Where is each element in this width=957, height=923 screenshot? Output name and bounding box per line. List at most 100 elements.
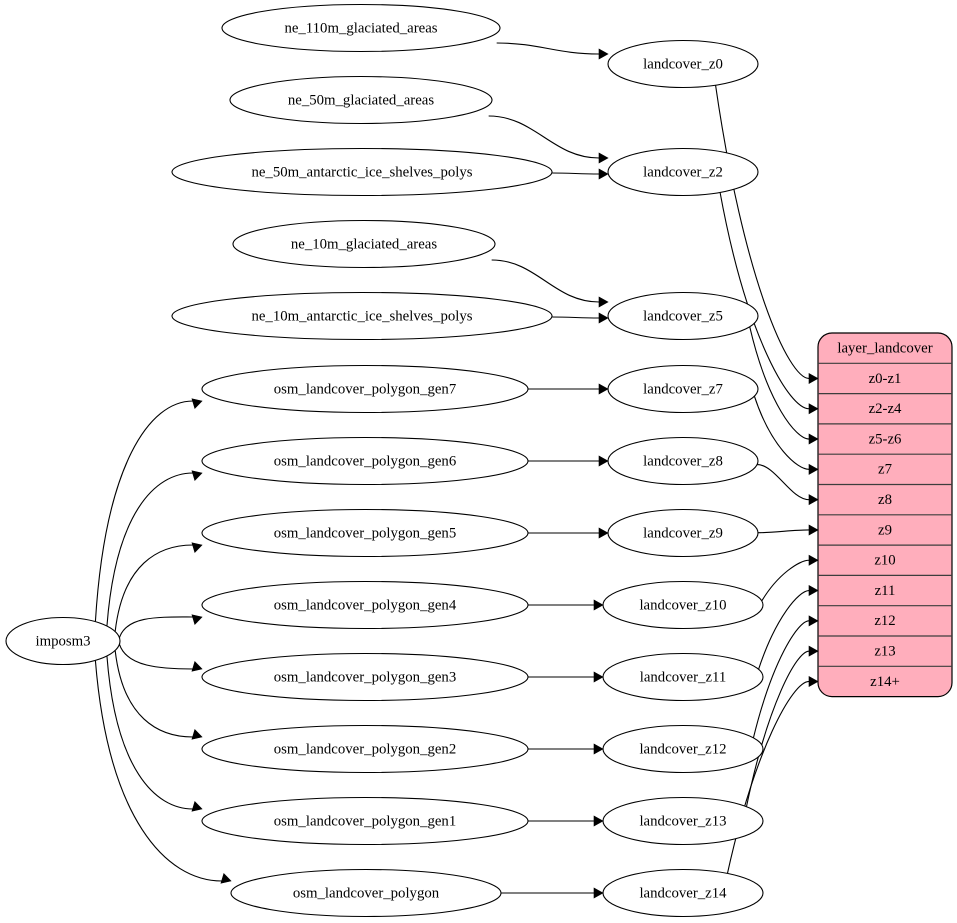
node-landcover_z0[interactable]: landcover_z0: [607, 39, 759, 89]
record-row[interactable]: z10: [818, 545, 952, 575]
node-label: osm_landcover_polygon_gen7: [274, 381, 456, 397]
record-row[interactable]: z7: [818, 454, 952, 484]
node-shape: [607, 291, 759, 341]
edge-line: [94, 660, 223, 882]
edge-line: [491, 259, 600, 303]
node-ne_50m_glaciated_areas[interactable]: ne_50m_glaciated_areas: [229, 75, 493, 125]
edge-line: [496, 42, 600, 55]
edge-arrowhead: [808, 403, 819, 415]
node-label: osm_landcover_polygon_gen2: [274, 741, 456, 757]
record-row[interactable]: z12: [818, 606, 952, 636]
edge: [758, 585, 819, 670]
node-shape: [201, 364, 529, 414]
node-osm_landcover_polygon[interactable]: osm_landcover_polygon: [230, 868, 502, 918]
edge-line: [114, 650, 194, 738]
edge-line: [551, 316, 600, 319]
edge-line: [757, 529, 810, 534]
node-ne_110m_glaciated_areas[interactable]: ne_110m_glaciated_areas: [221, 3, 501, 53]
edge-arrowhead: [808, 585, 819, 597]
node-label: landcover_z8: [643, 453, 723, 469]
edge: [114, 650, 203, 740]
record-table-layer-landcover[interactable]: layer_landcoverz0-z1z2-z4z5-z6z7z8z9z10z…: [817, 332, 953, 698]
node-landcover_z8[interactable]: landcover_z8: [607, 436, 759, 486]
edge-line: [726, 680, 810, 876]
node-ne_10m_antarctic_ice_shelves_polys[interactable]: ne_10m_antarctic_ice_shelves_polys: [171, 291, 553, 341]
record-row[interactable]: z5-z6: [818, 424, 952, 454]
node-landcover_z14[interactable]: landcover_z14: [602, 868, 764, 918]
edge: [726, 675, 819, 876]
edge-line: [753, 396, 810, 470]
node-shape: [201, 796, 529, 846]
node-label: landcover_z14: [639, 885, 727, 901]
node-osm_landcover_polygon_gen2[interactable]: osm_landcover_polygon_gen2: [201, 724, 529, 774]
node-ne_50m_antarctic_ice_shelves_polys[interactable]: ne_50m_antarctic_ice_shelves_polys: [171, 147, 553, 197]
node-shape: [607, 147, 759, 197]
node-landcover_z13[interactable]: landcover_z13: [602, 796, 764, 846]
record-row[interactable]: z8: [818, 485, 952, 515]
node-osm_landcover_polygon_gen4[interactable]: osm_landcover_polygon_gen4: [201, 580, 529, 630]
node-shape: [602, 652, 764, 702]
edge: [528, 671, 604, 683]
node-ne_10m_glaciated_areas[interactable]: ne_10m_glaciated_areas: [232, 219, 496, 269]
edge-arrowhead: [220, 873, 232, 884]
edge: [749, 326, 819, 445]
record-row[interactable]: z13: [818, 636, 952, 666]
record-row[interactable]: z14+: [818, 666, 952, 696]
node-osm_landcover_polygon_gen5[interactable]: osm_landcover_polygon_gen5: [201, 508, 529, 558]
node-landcover_z12[interactable]: landcover_z12: [602, 724, 764, 774]
node-landcover_z9[interactable]: landcover_z9: [607, 508, 759, 558]
edge: [551, 168, 609, 180]
node-label: landcover_z9: [643, 525, 723, 541]
node-shape: [201, 724, 529, 774]
node-shape: [602, 796, 764, 846]
edge: [118, 644, 203, 672]
record-row-label: z7: [878, 462, 892, 478]
node-label: osm_landcover_polygon_gen3: [274, 669, 456, 685]
edge-arrowhead: [191, 801, 203, 812]
node-landcover_z7[interactable]: landcover_z7: [607, 364, 759, 414]
node-shape: [171, 291, 553, 341]
edge-arrowhead: [593, 743, 604, 755]
node-shape: [607, 436, 759, 486]
edge-arrowhead: [598, 312, 609, 324]
edge-line: [758, 590, 810, 670]
record-row-label: z0-z1: [869, 371, 902, 387]
edge-line: [551, 172, 600, 175]
edge: [528, 455, 609, 467]
record-row[interactable]: z0-z1: [818, 363, 952, 393]
edge-line: [488, 115, 600, 159]
node-osm_landcover_polygon_gen3[interactable]: osm_landcover_polygon_gen3: [201, 652, 529, 702]
node-landcover_z11[interactable]: landcover_z11: [602, 652, 764, 702]
node-landcover_z2[interactable]: landcover_z2: [607, 147, 759, 197]
edge-arrowhead: [808, 554, 819, 566]
node-label: ne_10m_glaciated_areas: [291, 236, 437, 252]
node-shape: [201, 580, 529, 630]
edge: [106, 470, 203, 626]
node-osm_landcover_polygon_gen6[interactable]: osm_landcover_polygon_gen6: [201, 436, 529, 486]
edge-line: [94, 400, 194, 622]
node-landcover_z10[interactable]: landcover_z10: [602, 580, 764, 630]
record-row-label: z14+: [870, 674, 900, 690]
edge: [501, 887, 604, 899]
edge-line: [749, 326, 810, 440]
node-shape: [607, 364, 759, 414]
edge-arrowhead: [808, 372, 819, 384]
node-label: landcover_z0: [643, 56, 723, 72]
nodes-layer: imposm3 ne_110m_glaciated_areas ne_50m_gla…: [5, 3, 764, 918]
edge: [752, 615, 819, 738]
node-osm_landcover_polygon_gen1[interactable]: osm_landcover_polygon_gen1: [201, 796, 529, 846]
node-osm_landcover_polygon_gen7[interactable]: osm_landcover_polygon_gen7: [201, 364, 529, 414]
record-row[interactable]: z11: [818, 575, 952, 605]
record-row[interactable]: z9: [818, 515, 952, 545]
record-row[interactable]: z2-z4: [818, 394, 952, 424]
edge-line: [106, 656, 194, 810]
node-label: osm_landcover_polygon_gen1: [274, 813, 456, 829]
node-landcover_z5[interactable]: landcover_z5: [607, 291, 759, 341]
record-row-label: z9: [878, 522, 892, 538]
node-shape: [171, 147, 553, 197]
edge-arrowhead: [598, 48, 609, 60]
node-imposm3[interactable]: imposm3: [5, 616, 121, 666]
node-shape: [201, 508, 529, 558]
